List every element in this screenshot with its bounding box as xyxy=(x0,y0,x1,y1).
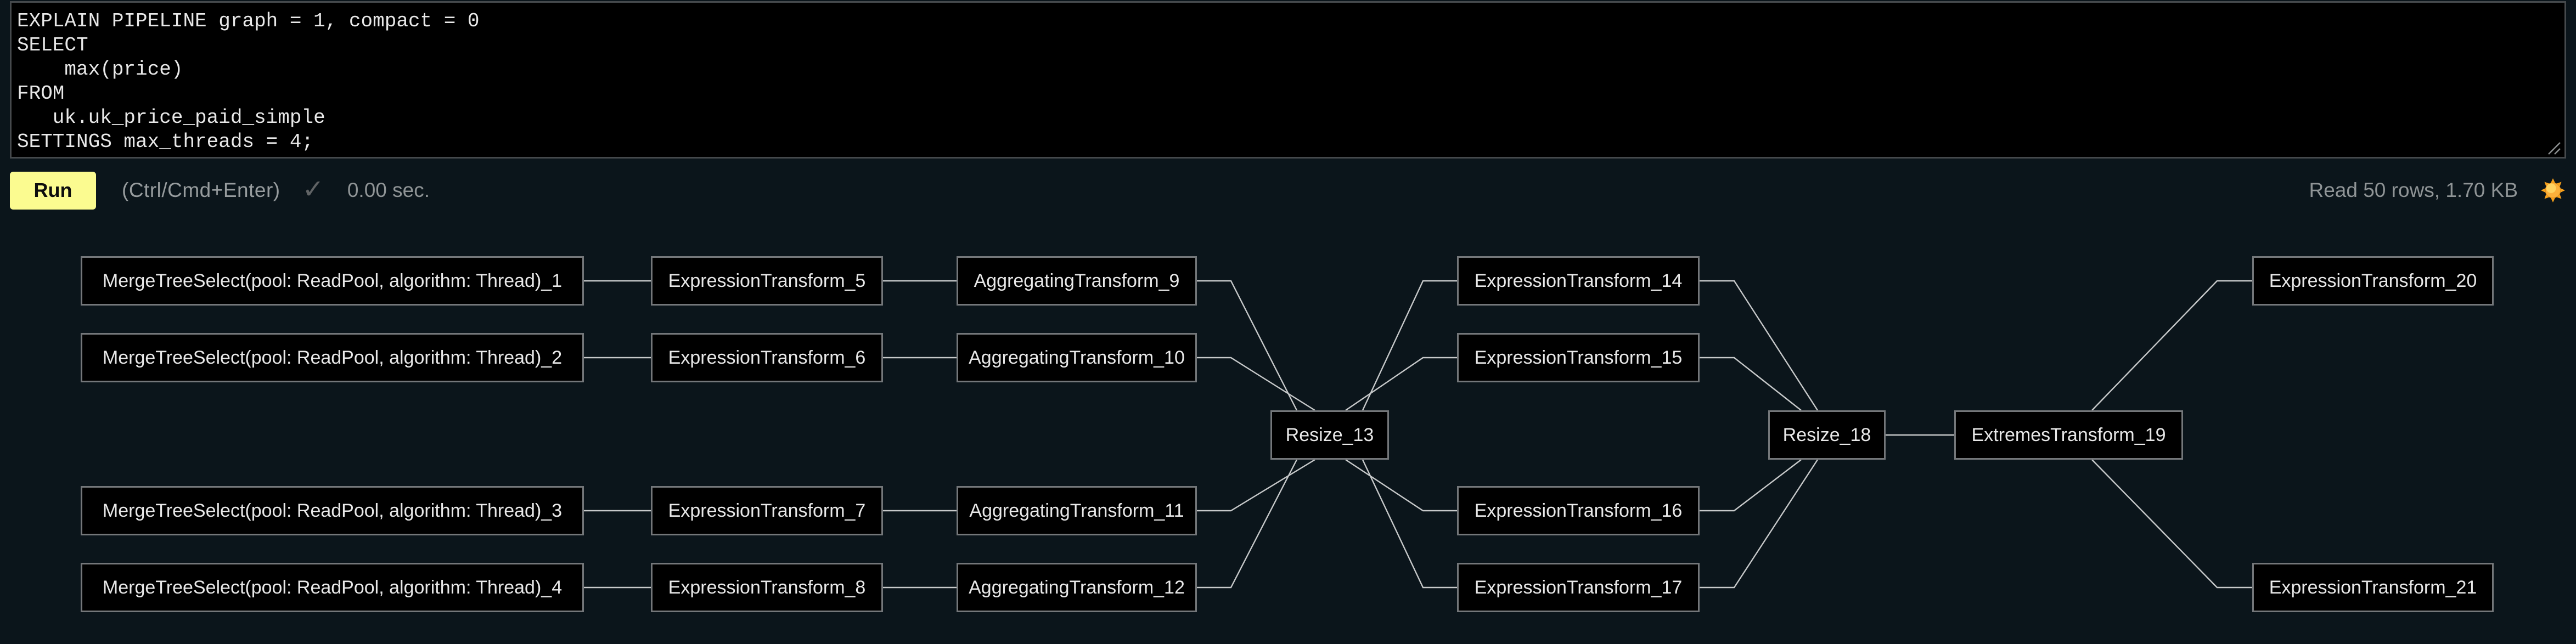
pipeline-node: AggregatingTransform_10 xyxy=(957,333,1197,382)
sql-code[interactable]: EXPLAIN PIPELINE graph = 1, compact = 0 … xyxy=(17,10,480,153)
pipeline-node: ExpressionTransform_5 xyxy=(651,256,883,306)
sql-editor[interactable]: EXPLAIN PIPELINE graph = 1, compact = 0 … xyxy=(10,1,2566,159)
pipeline-edge-n19-n20 xyxy=(2091,280,2252,411)
pipeline-edge-n13-n17 xyxy=(1362,459,1457,589)
pipeline-node: MergeTreeSelect(pool: ReadPool, algorith… xyxy=(81,333,584,382)
pipeline-edge-n11-n13 xyxy=(1197,459,1315,512)
pipeline-node: ExtremesTransform_19 xyxy=(1954,410,2183,460)
pipeline-edge-n19-n21 xyxy=(2091,459,2252,589)
pipeline-node: MergeTreeSelect(pool: ReadPool, algorith… xyxy=(81,256,584,306)
pipeline-edge-n13-n15 xyxy=(1345,357,1457,411)
pipeline-node: ExpressionTransform_7 xyxy=(651,486,883,535)
read-stats: Read 50 rows, 1.70 KB xyxy=(2309,179,2518,201)
pipeline-node: ExpressionTransform_21 xyxy=(2252,563,2494,612)
pipeline-node: MergeTreeSelect(pool: ReadPool, algorith… xyxy=(81,486,584,535)
pipeline-node: ExpressionTransform_17 xyxy=(1457,563,1700,612)
run-button[interactable]: Run xyxy=(10,171,96,210)
pipeline-node: ExpressionTransform_6 xyxy=(651,333,883,382)
pipeline-node: ExpressionTransform_15 xyxy=(1457,333,1700,382)
pipeline-edge-n17-n18 xyxy=(1700,459,1819,589)
pipeline-edge-n13-n16 xyxy=(1345,459,1457,512)
run-shortcut-hint: (Ctrl/Cmd+Enter) xyxy=(122,179,280,201)
pipeline-edge-n15-n18 xyxy=(1700,357,1802,411)
pipeline-node: MergeTreeSelect(pool: ReadPool, algorith… xyxy=(81,563,584,612)
pipeline-node: AggregatingTransform_9 xyxy=(957,256,1197,306)
pipeline-edge-n13-n14 xyxy=(1362,280,1457,411)
pipeline-edge-n10-n13 xyxy=(1197,357,1315,411)
toolbar: Run (Ctrl/Cmd+Enter) ✓ 0.00 sec. Read 50… xyxy=(10,167,2566,213)
query-elapsed-time: 0.00 sec. xyxy=(347,179,430,201)
pipeline-edge-n14-n18 xyxy=(1700,280,1819,411)
pipeline-edge-n9-n13 xyxy=(1197,280,1298,411)
pipeline-edge-n12-n13 xyxy=(1197,459,1298,589)
editor-resize-grip-icon[interactable] xyxy=(2545,140,2562,155)
pipeline-node: AggregatingTransform_11 xyxy=(957,486,1197,535)
theme-toggle-sun-icon[interactable] xyxy=(2541,178,2565,202)
pipeline-node: AggregatingTransform_12 xyxy=(957,563,1197,612)
pipeline-node: Resize_18 xyxy=(1768,410,1886,460)
pipeline-node: ExpressionTransform_16 xyxy=(1457,486,1700,535)
pipeline-node: ExpressionTransform_8 xyxy=(651,563,883,612)
pipeline-node: ExpressionTransform_20 xyxy=(2252,256,2494,306)
query-success-check-icon: ✓ xyxy=(302,174,324,205)
pipeline-node: ExpressionTransform_14 xyxy=(1457,256,1700,306)
pipeline-edge-n16-n18 xyxy=(1700,459,1802,512)
pipeline-node: Resize_13 xyxy=(1270,410,1389,460)
